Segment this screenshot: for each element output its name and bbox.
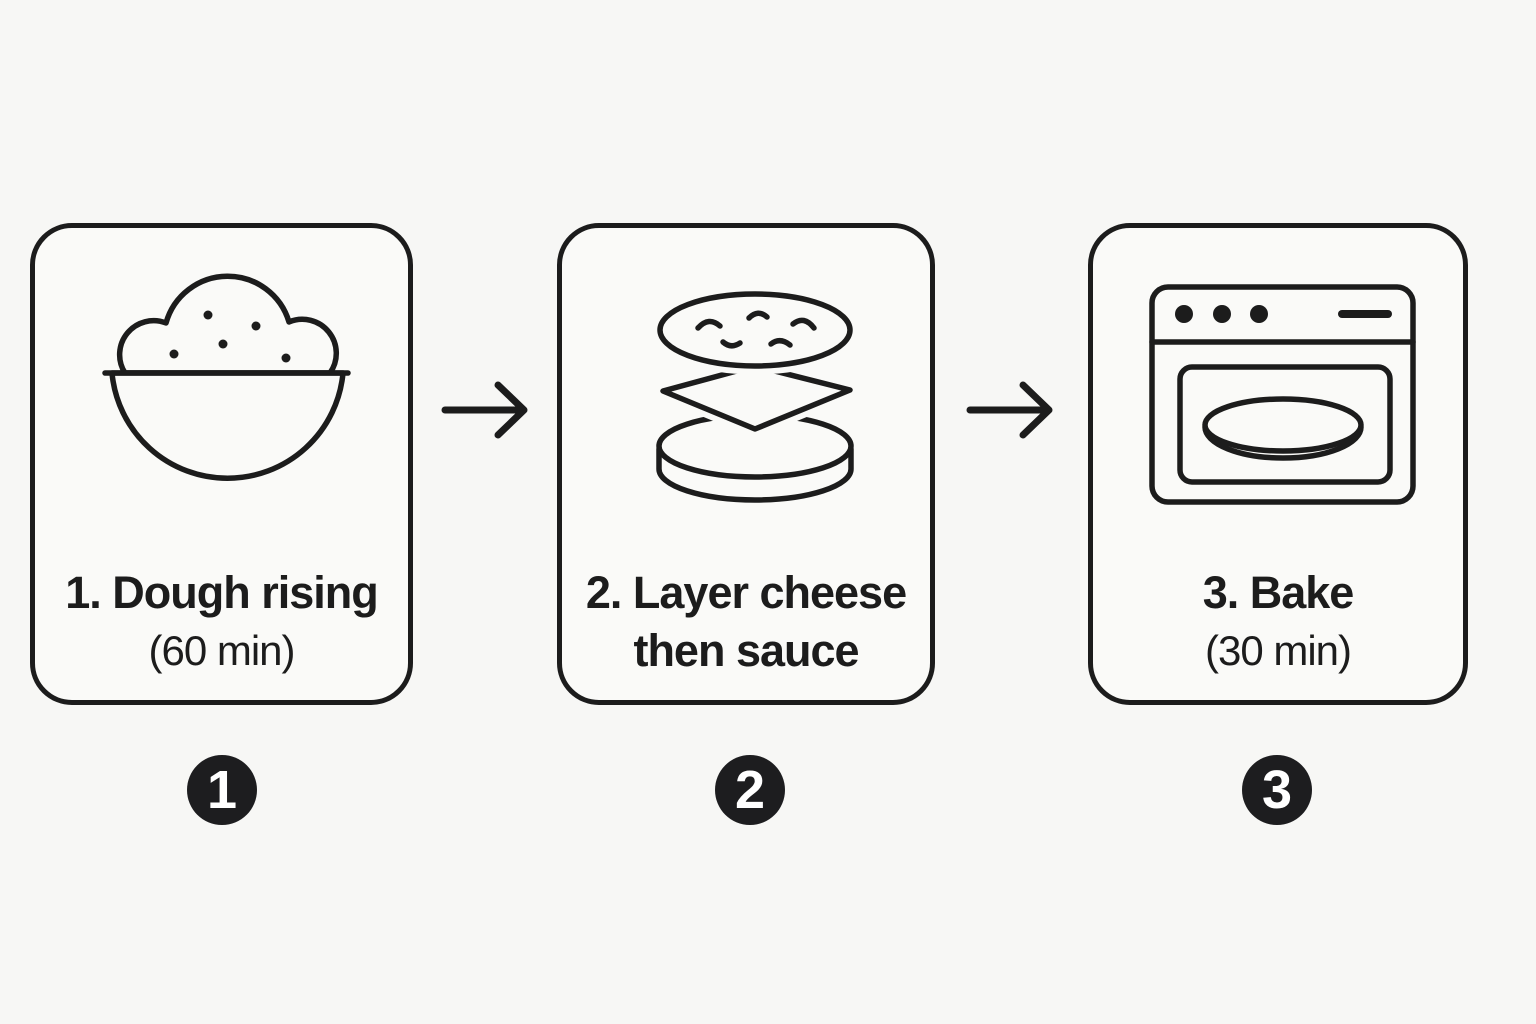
step-duration: (30 min) (1204, 627, 1352, 674)
step-card-layer-cheese-sauce: 2. Layer cheese then sauce (557, 223, 935, 705)
layer-stack-icon (651, 287, 859, 503)
step-title: 2. Layer cheese (585, 567, 907, 618)
step-number: 2 (734, 760, 766, 820)
step-number: 1 (206, 760, 238, 820)
step-caption: 2. Layer cheese then sauce (562, 564, 930, 680)
step-number-badge: 1 (187, 755, 257, 825)
step-number: 3 (1261, 760, 1293, 820)
step-number-badge: 2 (715, 755, 785, 825)
step-caption: 3. Bake (30 min) (1093, 564, 1463, 680)
oven-icon (1149, 284, 1416, 505)
step-title: 3. Bake (1202, 567, 1355, 618)
step-card-dough-rising: 1. Dough rising (60 min) (30, 223, 413, 705)
step-caption: 1. Dough rising (60 min) (35, 564, 408, 680)
right-arrow-icon (966, 381, 1053, 439)
step-number-badge: 3 (1242, 755, 1312, 825)
dough-bowl-icon (102, 273, 351, 481)
step-title: 1. Dough rising (65, 567, 379, 618)
right-arrow-icon (441, 381, 528, 439)
step-duration: (60 min) (148, 627, 295, 674)
step-title-line2: then sauce (633, 625, 859, 676)
step-card-bake: 3. Bake (30 min) (1088, 223, 1468, 705)
